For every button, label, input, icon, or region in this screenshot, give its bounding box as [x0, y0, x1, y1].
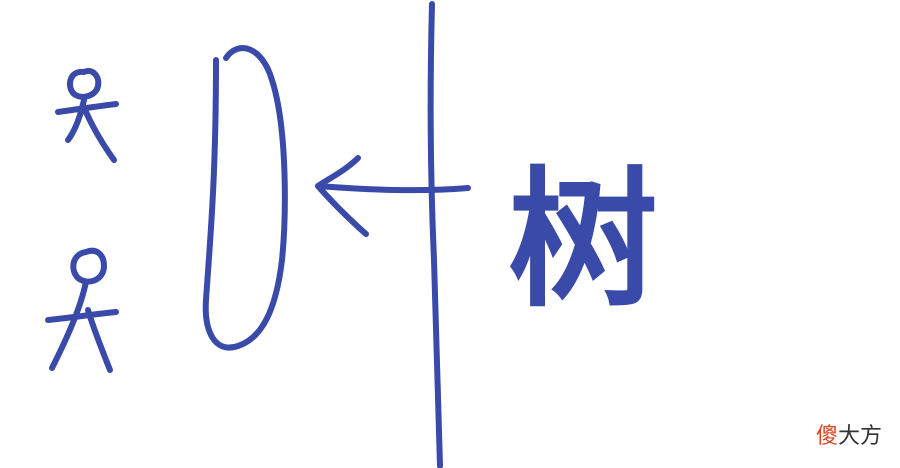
arrow-left	[315, 155, 471, 237]
stick-figure-top	[55, 68, 119, 163]
stick-figure-top-left-leg	[65, 97, 87, 143]
stick-figure-bottom-right-leg	[85, 307, 113, 373]
stick-figure-bottom-left-leg	[49, 279, 89, 371]
stick-figure-top-arms	[55, 101, 119, 115]
watermark-rest-text: 大方	[837, 424, 882, 449]
tree-label: 树	[508, 154, 658, 328]
stick-figure-bottom-head	[70, 247, 107, 285]
watermark-logo: 傻大方	[816, 426, 882, 448]
lens-shape	[202, 45, 288, 351]
stick-figure-top-right-leg	[83, 109, 117, 163]
vertical-divider-line	[427, 1, 443, 468]
arrow-head	[315, 155, 369, 237]
stick-figure-bottom-arms	[45, 309, 119, 323]
arrow-shaft	[315, 183, 471, 194]
stick-figure-top-head	[66, 68, 102, 100]
watermark-first-char: 傻	[815, 424, 838, 449]
stick-figure-bottom	[45, 247, 119, 373]
